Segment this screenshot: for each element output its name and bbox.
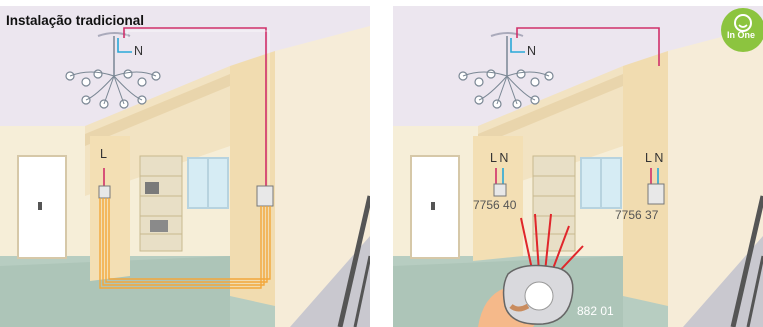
remote-code: 882 01 xyxy=(577,304,614,318)
in-one-logo: In One xyxy=(715,6,763,54)
right-switch-code: 7756 37 xyxy=(615,208,658,222)
neutral-wire-label: N xyxy=(134,44,143,58)
panel-title: Instalação tradicional xyxy=(6,13,144,28)
logo-text: In One xyxy=(719,30,763,40)
in-one-installation-illustration xyxy=(393,6,763,327)
left-switch-wire-label: L N xyxy=(490,151,508,165)
neutral-wire-label: N xyxy=(527,44,536,58)
in-one-installation-panel: N L N L N 7756 40 7756 37 882 01 In One xyxy=(393,6,763,327)
left-switch-code: 7756 40 xyxy=(473,198,516,212)
right-switch-wire-label: L N xyxy=(645,151,663,165)
traditional-installation-panel: Instalação tradicional N L xyxy=(0,6,370,327)
traditional-installation-illustration xyxy=(0,6,370,327)
live-wire-label: L xyxy=(100,147,107,161)
